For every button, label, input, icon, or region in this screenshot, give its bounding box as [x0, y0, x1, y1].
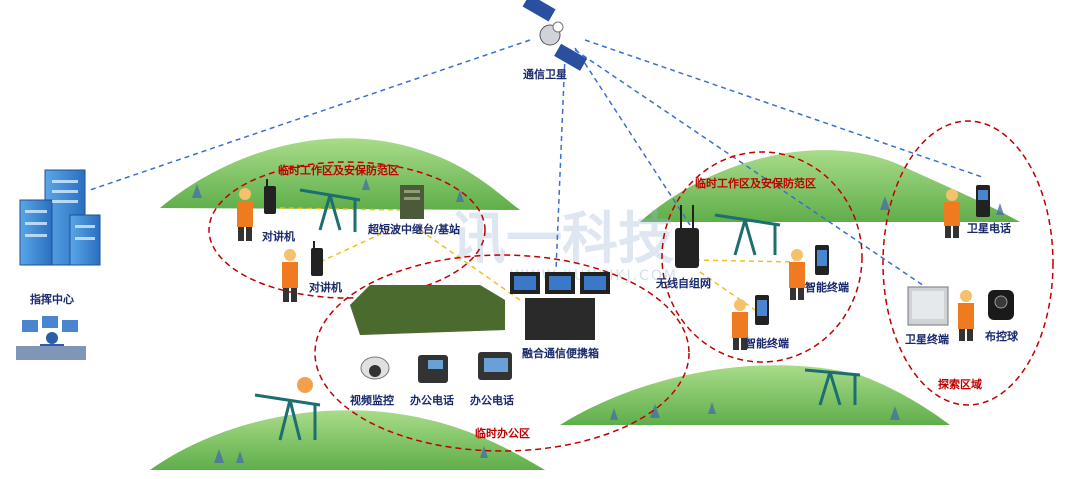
zone-office-border: [314, 254, 690, 452]
satellite-icon: [522, 0, 588, 71]
portable-case-icon: [510, 272, 610, 340]
deploy-ball-icon: [988, 290, 1014, 320]
pumpjack-counterweight: [297, 377, 313, 393]
worker-icon-1: [237, 188, 253, 241]
pumpjack-icon-4: [804, 368, 861, 406]
radio-label-1: 对讲机: [262, 229, 295, 243]
camera-icon: [360, 356, 390, 380]
watermark-text: 讯一科技: [450, 207, 674, 272]
office-phone-label-1: 办公电话: [410, 393, 454, 407]
command-center-label: 指挥中心: [30, 292, 74, 306]
smart-terminal-label-1: 智能终端: [805, 280, 849, 294]
zone-explore-border: [882, 120, 1054, 406]
hill-right-bottom: [560, 365, 950, 425]
building-icon: [19, 169, 101, 266]
radio-icon-1: [264, 179, 276, 214]
radio-label-2: 对讲机: [309, 280, 342, 294]
hill-left-bottom: [150, 410, 545, 470]
zone-left-border: [208, 161, 486, 299]
smart-terminal-icon-2: [755, 295, 769, 325]
tent-icon: [350, 285, 505, 335]
mesh-radio-label: 无线自组网: [655, 276, 711, 290]
worker-icon-5: [944, 189, 960, 238]
pumpjack-icon-1: [299, 188, 361, 232]
mesh-radio-icon: [675, 205, 699, 268]
satellite-links: [89, 39, 986, 291]
satellite-terminal-icon: [907, 286, 949, 326]
pumpjack-icon-2: [254, 393, 321, 441]
satellite-phone-label: 卫星电话: [967, 221, 1011, 235]
worker-icon-3: [789, 249, 805, 300]
radio-icon-2: [311, 241, 323, 276]
worker-icon-2: [282, 249, 298, 302]
smart-terminal-label-2: 智能终端: [745, 336, 789, 350]
office-phone-label-2: 办公电话: [470, 393, 514, 407]
satellite-terminal-label: 卫星终端: [905, 332, 949, 346]
zone-borders: [208, 120, 1054, 452]
zone-office-title: 临时办公区: [475, 426, 530, 440]
satellite-label: 通信卫星: [523, 67, 567, 81]
zone-explore-title: 探索区域: [938, 377, 982, 391]
relay-station-label: 超短波中继台/基站: [367, 222, 460, 236]
relay-station-icon: [400, 185, 424, 219]
hill-right-top: [640, 150, 1020, 222]
operator-desk-icon: [16, 316, 86, 360]
zone-right-title: 临时工作区及安保防范区: [695, 176, 816, 190]
camera-label: 视频监控: [350, 393, 394, 407]
portable-case-label: 融合通信便携箱: [522, 346, 599, 360]
worker-icon-6: [958, 290, 974, 341]
zone-right-border: [661, 151, 863, 363]
deploy-ball-label: 布控球: [985, 329, 1019, 343]
zone-left-title: 临时工作区及安保防范区: [278, 163, 399, 177]
office-phone-icon-2: [478, 352, 512, 380]
satellite-phone-icon: [976, 185, 990, 217]
worker-icon-4: [732, 299, 748, 350]
office-phone-icon-1: [418, 355, 448, 383]
pumpjack-icon-3: [714, 213, 781, 256]
smart-terminal-icon-1: [815, 245, 829, 275]
